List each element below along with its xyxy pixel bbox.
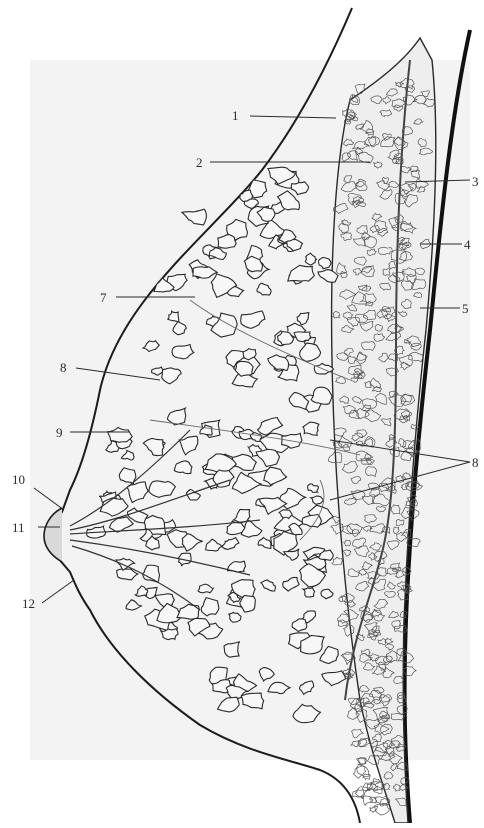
muscle-cell	[353, 790, 365, 799]
label-3: 3	[472, 174, 479, 189]
label-12: 12	[22, 596, 35, 611]
label-4: 4	[464, 237, 471, 252]
label-7: 7	[100, 290, 107, 305]
label-1: 1	[232, 108, 239, 123]
label-5: 5	[462, 301, 469, 316]
lobule	[235, 361, 253, 376]
label-8-right: 8	[472, 455, 479, 470]
label-10: 10	[12, 472, 25, 487]
lobule	[303, 588, 315, 598]
label-11: 11	[12, 520, 25, 535]
lobule	[143, 565, 160, 582]
label-2: 2	[196, 155, 203, 170]
label-8-left: 8	[60, 360, 67, 375]
label-9: 9	[56, 425, 63, 440]
